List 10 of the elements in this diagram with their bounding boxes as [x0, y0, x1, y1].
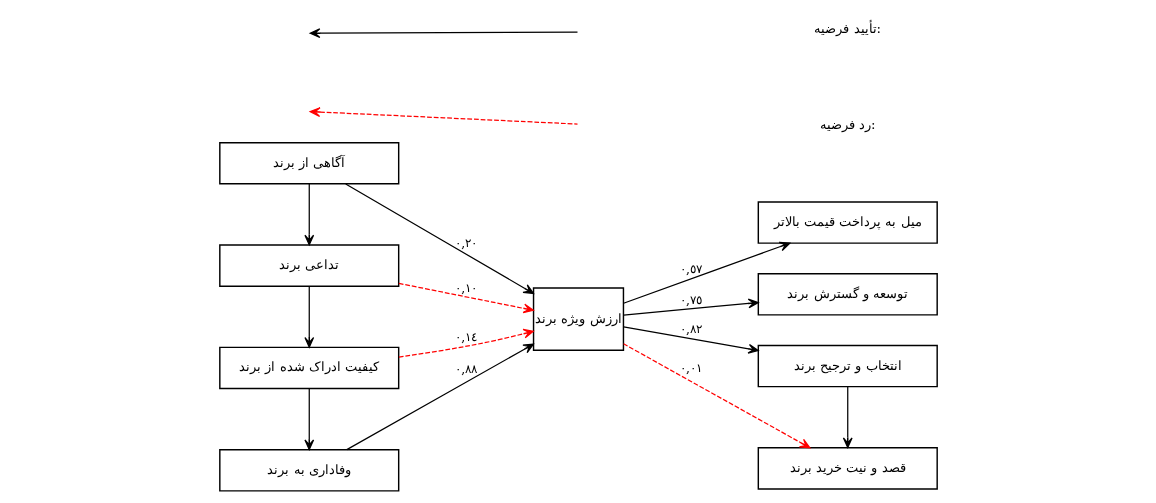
edge-label: ٠,٧٥ — [679, 292, 702, 308]
edge-label: ٠,١٤ — [454, 328, 477, 344]
legend-label: تأیید فرضیه: — [813, 20, 881, 36]
legend-label: رد فرضیه: — [819, 116, 876, 132]
edge-label: ٠,١٠ — [454, 279, 477, 295]
edge-label: ٠,٨٨ — [454, 361, 477, 377]
edge-label: ٠,٨٢ — [679, 320, 702, 336]
edge-label: ٠,٥٧ — [679, 260, 702, 276]
edge-label: ٠,٠١ — [679, 360, 702, 376]
edge-label: ٠,٢٠ — [454, 234, 477, 250]
